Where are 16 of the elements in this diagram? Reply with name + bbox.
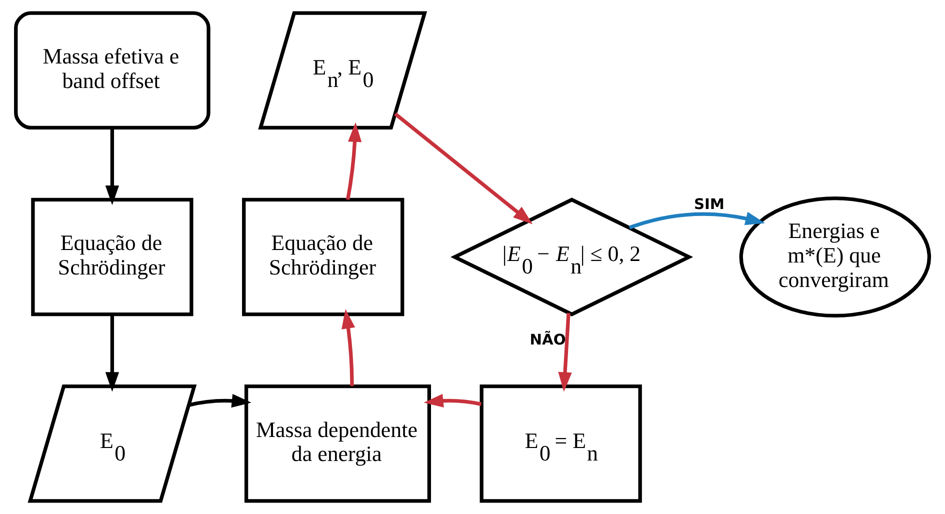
edge-label: NÃO xyxy=(530,332,566,349)
edge-label: SIM xyxy=(694,196,724,213)
arrow xyxy=(105,128,120,206)
arrow xyxy=(342,309,356,386)
arrow xyxy=(346,122,362,200)
node-box: Massa dependente da energia xyxy=(244,384,431,503)
arrow xyxy=(558,312,572,392)
arrow xyxy=(105,314,120,392)
node-box: Equação de Schrödinger xyxy=(242,198,404,316)
arrow xyxy=(628,212,765,230)
node-box: Massa efetiva e band offset xyxy=(14,11,210,130)
arrow xyxy=(188,394,252,408)
arrow xyxy=(394,112,533,224)
node-ellipse: Energias e m*(E) que convergiram xyxy=(739,196,932,318)
node-box: Equação de Schrödinger xyxy=(31,198,194,316)
arrow xyxy=(424,394,482,408)
